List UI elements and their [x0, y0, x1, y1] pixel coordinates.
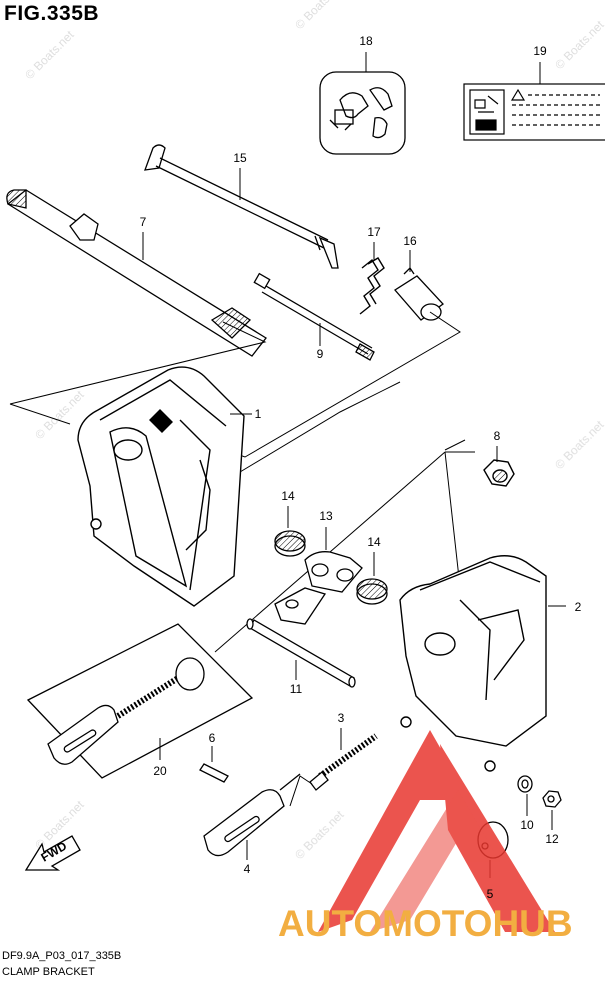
callout-number[interactable]: 20 [153, 764, 167, 778]
part-15-tilt-lock-rod[interactable] [144, 144, 339, 269]
part-19-caution-label[interactable] [463, 83, 605, 141]
callout-number[interactable]: 18 [359, 34, 373, 48]
part-14-bushing-lower[interactable] [356, 578, 388, 605]
part-20-clamp-screw-assembly[interactable] [26, 623, 254, 779]
callout-number[interactable]: 2 [575, 600, 582, 614]
part-2-clamp-bracket-right[interactable] [399, 555, 547, 772]
callout-number[interactable]: 17 [367, 225, 381, 239]
callout-number[interactable]: 9 [317, 347, 324, 361]
callout-number[interactable]: 12 [545, 832, 559, 846]
figure-code: DF9.9A_P03_017_335B [2, 950, 122, 962]
callout-number[interactable]: 7 [140, 215, 147, 229]
assembly-guide-lines [9, 311, 476, 723]
part-10-washer[interactable] [517, 775, 533, 793]
callout-number[interactable]: 10 [520, 818, 534, 832]
part-17-spring[interactable] [359, 257, 385, 315]
part-3-clamp-screw[interactable] [309, 733, 378, 791]
watermark-text: © Boats.net [22, 27, 77, 82]
figure-name: CLAMP BRACKET [2, 966, 95, 978]
part-7-clamp-shaft[interactable] [6, 189, 267, 357]
watermark-text: © Boats.net [552, 417, 605, 472]
watermark-text: © Boats.net [552, 17, 605, 72]
callout-number[interactable]: 3 [338, 711, 345, 725]
callout-number[interactable]: 4 [244, 862, 251, 876]
part-14-bushing-upper[interactable] [274, 530, 306, 557]
part-12-nut[interactable] [542, 790, 562, 808]
callout-number[interactable]: 19 [533, 44, 547, 58]
callout-number[interactable]: 14 [367, 535, 381, 549]
part-9-bolt[interactable] [253, 272, 375, 361]
callout-number[interactable]: 11 [290, 682, 303, 696]
figure-title: FIG.335B [4, 2, 100, 25]
part-16-lock-collar[interactable] [394, 266, 444, 321]
watermark-text: © Boats.net [292, 807, 347, 862]
callout-number[interactable]: 16 [403, 234, 417, 248]
automotohub-logo-text: AUTOMOTOHUB [278, 903, 573, 944]
part-11-pin[interactable] [246, 618, 356, 688]
automotohub-logo: AUTOMOTOHUB [278, 730, 573, 944]
watermark-text: © Boats.net [292, 0, 347, 32]
callout-number[interactable]: 6 [209, 731, 216, 745]
part-4-clamp-handle[interactable] [203, 773, 301, 857]
callout-number[interactable]: 13 [319, 509, 333, 523]
callout-number[interactable]: 15 [233, 151, 247, 165]
callout-number[interactable]: 1 [255, 407, 262, 421]
callout-number[interactable]: 14 [281, 489, 295, 503]
callout-number[interactable]: 5 [487, 887, 494, 901]
part-18-warning-sticker[interactable] [319, 71, 406, 155]
callout-number[interactable]: 8 [494, 429, 501, 443]
part-6-small-pin[interactable] [199, 763, 229, 783]
part-13-anode-plate[interactable] [274, 551, 363, 625]
part-8-nut[interactable] [483, 459, 515, 487]
part-1-clamp-bracket-left[interactable] [77, 366, 245, 607]
